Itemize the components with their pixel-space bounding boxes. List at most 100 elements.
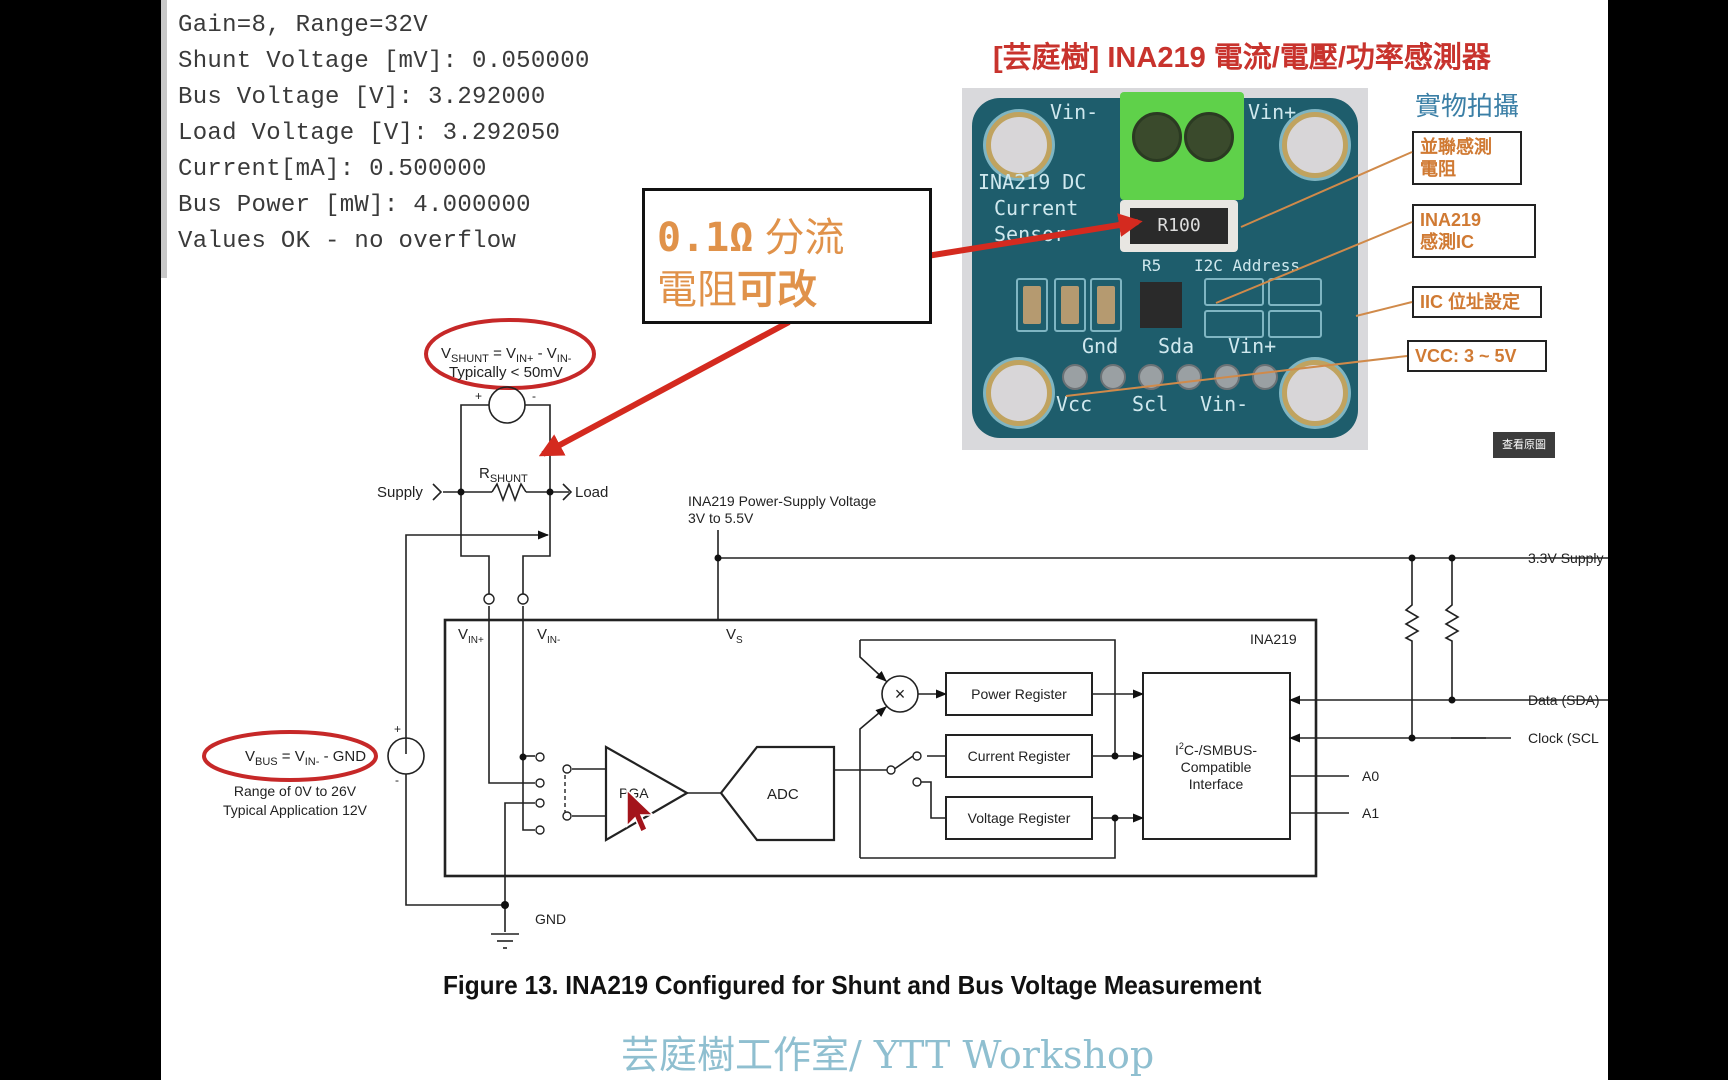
silk-r5: R5 (1142, 256, 1162, 275)
slide-title: [芸庭樹] INA219 電流/電壓/功率感測器 (993, 42, 1491, 74)
view-original-button[interactable]: 查看原圖 (1493, 432, 1555, 458)
power-supply-range: 3V to 5.5V (688, 510, 754, 526)
silk-vin-minus: Vin- (1050, 100, 1099, 124)
serial-line-bus-voltage: Bus Voltage [V]: 3.292000 (178, 84, 546, 111)
silk-vin-plus-bottom: Vin+ (1228, 334, 1277, 358)
power-register-label: Power Register (971, 686, 1067, 702)
mounting-hole (986, 112, 1052, 178)
callout-line2-b: 可改 (737, 268, 817, 312)
vin-minus-label: VIN- (537, 626, 560, 646)
header-pin-vin-plus (1252, 364, 1278, 390)
serial-line-current: Current[mA]: 0.500000 (178, 156, 487, 183)
serial-line-bus-power: Bus Power [mW]: 4.000000 (178, 192, 531, 219)
serial-line-shunt-voltage: Shunt Voltage [mV]: 0.050000 (178, 48, 590, 75)
figure-caption: Figure 13. INA219 Configured for Shunt a… (443, 970, 1262, 1000)
address-jumper-a1 (1268, 278, 1322, 306)
smd-component (1090, 278, 1122, 332)
pcb-board: Vin- Vin+ INA219 DC Current Sensor R100 … (972, 92, 1358, 438)
callout-line1-text: 分流 (764, 216, 845, 260)
i2c-label-line1: I2C-/SMBUS- (1175, 741, 1257, 758)
ina219-chip (1140, 282, 1182, 328)
header-pin-sda (1176, 364, 1202, 390)
supply-port-icon (432, 483, 443, 501)
mounting-hole (1282, 360, 1348, 426)
a0-label: A0 (1362, 768, 1379, 784)
schematic-diagram: VSHUNT = VIN+ - VIN- Typically < 50mV (202, 151, 1608, 949)
pcb-photo: Vin- Vin+ INA219 DC Current Sensor R100 … (962, 88, 1368, 450)
adc-block (719, 745, 836, 842)
register-switch-contact (886, 765, 896, 775)
supply-3v3-label: 3.3V Supply (1528, 550, 1604, 566)
rshunt-resistor-icon (491, 481, 527, 503)
red-arrow-to-rshunt (538, 319, 791, 457)
silk-vin-plus: Vin+ (1248, 100, 1297, 124)
mounting-hole (986, 360, 1052, 426)
bus-minus-sign: - (395, 773, 399, 787)
screw-icon (1184, 112, 1234, 162)
shunt-plus-sign: + (475, 389, 482, 403)
supply-label: Supply (377, 484, 423, 501)
i2c-label-line2: Compatible (1181, 759, 1252, 775)
callout-value: 0.1Ω (657, 215, 754, 261)
smd-component (1016, 278, 1048, 332)
callout-line2-a: 電阻 (657, 268, 737, 312)
serial-line-status: Values OK - no overflow (178, 228, 517, 255)
vbus-highlight-ellipse (202, 730, 378, 782)
voltage-register-label: Voltage Register (968, 810, 1071, 826)
vin-minus-pin (517, 593, 529, 605)
slide-page: Gain=8, Range=32V Shunt Voltage [mV]: 0.… (161, 0, 1608, 1080)
silk-scl: Scl (1132, 392, 1169, 416)
a1-label: A1 (1362, 805, 1379, 821)
smd-component (1054, 278, 1086, 332)
label-ina219-ic: INA219 感測IC (1412, 204, 1536, 258)
vbus-range-note: Range of 0V to 26V (234, 783, 357, 799)
label-leader-lines (1065, 151, 1413, 397)
vbus-typical-note: Typical Application 12V (223, 802, 368, 818)
shunt-minus-sign: - (532, 389, 536, 403)
silk-sda: Sda (1158, 334, 1195, 358)
label-vcc-range: VCC: 3 ~ 5V (1407, 340, 1547, 372)
header-pin-gnd (1100, 364, 1126, 390)
serial-monitor-output: Gain=8, Range=32V Shunt Voltage [mV]: 0.… (161, 0, 637, 278)
serial-line-load-voltage: Load Voltage [V]: 3.292050 (178, 120, 561, 147)
red-arrow-to-shunt-photo (926, 213, 1143, 259)
screw-icon (1132, 112, 1182, 162)
load-label: Load (575, 484, 608, 501)
label-shunt-resistor: 並聯感測 電阻 (1412, 131, 1522, 185)
leader-ic (1215, 221, 1413, 304)
pga-amplifier (604, 745, 690, 842)
load-port-icon (562, 483, 573, 501)
mouse-cursor-icon (626, 788, 655, 834)
silk-i2c-address: I2C Address (1194, 256, 1300, 275)
smd-component (1204, 278, 1264, 306)
vshunt-formula: VSHUNT = VIN+ - VIN- (441, 345, 572, 365)
callout-line-1: 0.1Ω 分流 (657, 205, 844, 263)
vin-plus-pin (483, 593, 495, 605)
workshop-footer: 芸庭樹工作室/ YTT Workshop (621, 1033, 1155, 1077)
leader-shunt (1240, 151, 1413, 228)
bus-plus-sign: + (394, 722, 401, 736)
callout-line-2: 電阻可改 (657, 257, 817, 315)
photo-caption: 實物拍攝 (1415, 92, 1520, 122)
current-register-label: Current Register (968, 748, 1071, 764)
leader-address (1355, 301, 1413, 317)
sda-label: Data (SDA) (1528, 692, 1600, 708)
smd-component (1204, 310, 1264, 338)
pullup-resistor-scl (1404, 558, 1420, 738)
i2c-label-line3: Interface (1189, 776, 1244, 792)
rshunt-label: RSHUNT (479, 465, 528, 485)
scl-label: Clock (SCL (1528, 730, 1599, 746)
vshunt-note: Typically < 50mV (449, 364, 563, 381)
silk-current: Current (994, 196, 1079, 220)
adc-label: ADC (767, 786, 799, 803)
serial-line-gain-range: Gain=8, Range=32V (178, 12, 428, 39)
leader-vcc (1065, 355, 1408, 397)
header-pin-vcc (1062, 364, 1088, 390)
shunt-callout-box: 0.1Ω 分流 電阻可改 (642, 188, 932, 324)
power-supply-label: INA219 Power-Supply Voltage (688, 493, 877, 509)
shunt-voltage-source-icon (488, 386, 526, 424)
label-iic-address: IIC 位址設定 (1412, 286, 1542, 318)
silk-gnd: Gnd (1082, 334, 1119, 358)
vbus-formula: VBUS = VIN- - GND (245, 748, 366, 768)
gnd-label: GND (535, 911, 566, 927)
